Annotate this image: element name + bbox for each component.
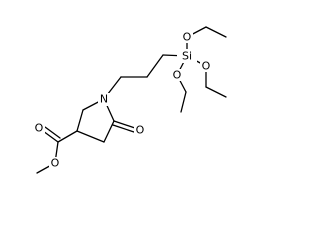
nitrogen-label: N: [100, 93, 108, 106]
silicon-label: Si: [182, 50, 192, 63]
pyrrolidinone-ring: [76, 98, 115, 143]
lactam-carbonyl: [112, 120, 136, 133]
oxygen-ethoxy-top-label: O: [183, 31, 192, 44]
bond-c3-cester: [57, 130, 78, 143]
bond-cester-o-b: [44, 126, 61, 139]
oxygen-ester-carbonyl-label: O: [35, 122, 44, 135]
oxygen-ester-methoxy-label: O: [51, 157, 60, 170]
bond-c5-c3: [76, 109, 84, 132]
bond-cester-o-a: [42, 130, 59, 143]
chemical-structure: N Si O O O O O O: [33, 26, 227, 174]
bond-c3-c4: [76, 130, 105, 143]
bond-ch2-ch3-top: [205, 26, 227, 38]
atom-labels: N Si O O O O O O: [33, 31, 212, 170]
oxygen-ethoxy-bottom-label: O: [173, 69, 182, 82]
bond-c2-o-b: [112, 124, 135, 133]
oxygen-lactam-carbonyl-label: O: [136, 124, 145, 137]
bond-ch2-ch3-bottom: [180, 91, 187, 113]
bond-c4-c2: [103, 120, 115, 143]
structure-svg: N Si O O O O O O: [33, 26, 227, 174]
bond-c2-o-a: [113, 120, 136, 129]
bond-cb-cc: [146, 54, 164, 78]
bond-ch2-ch3-right: [205, 86, 227, 98]
oxygen-ethoxy-right-label: O: [202, 60, 211, 73]
